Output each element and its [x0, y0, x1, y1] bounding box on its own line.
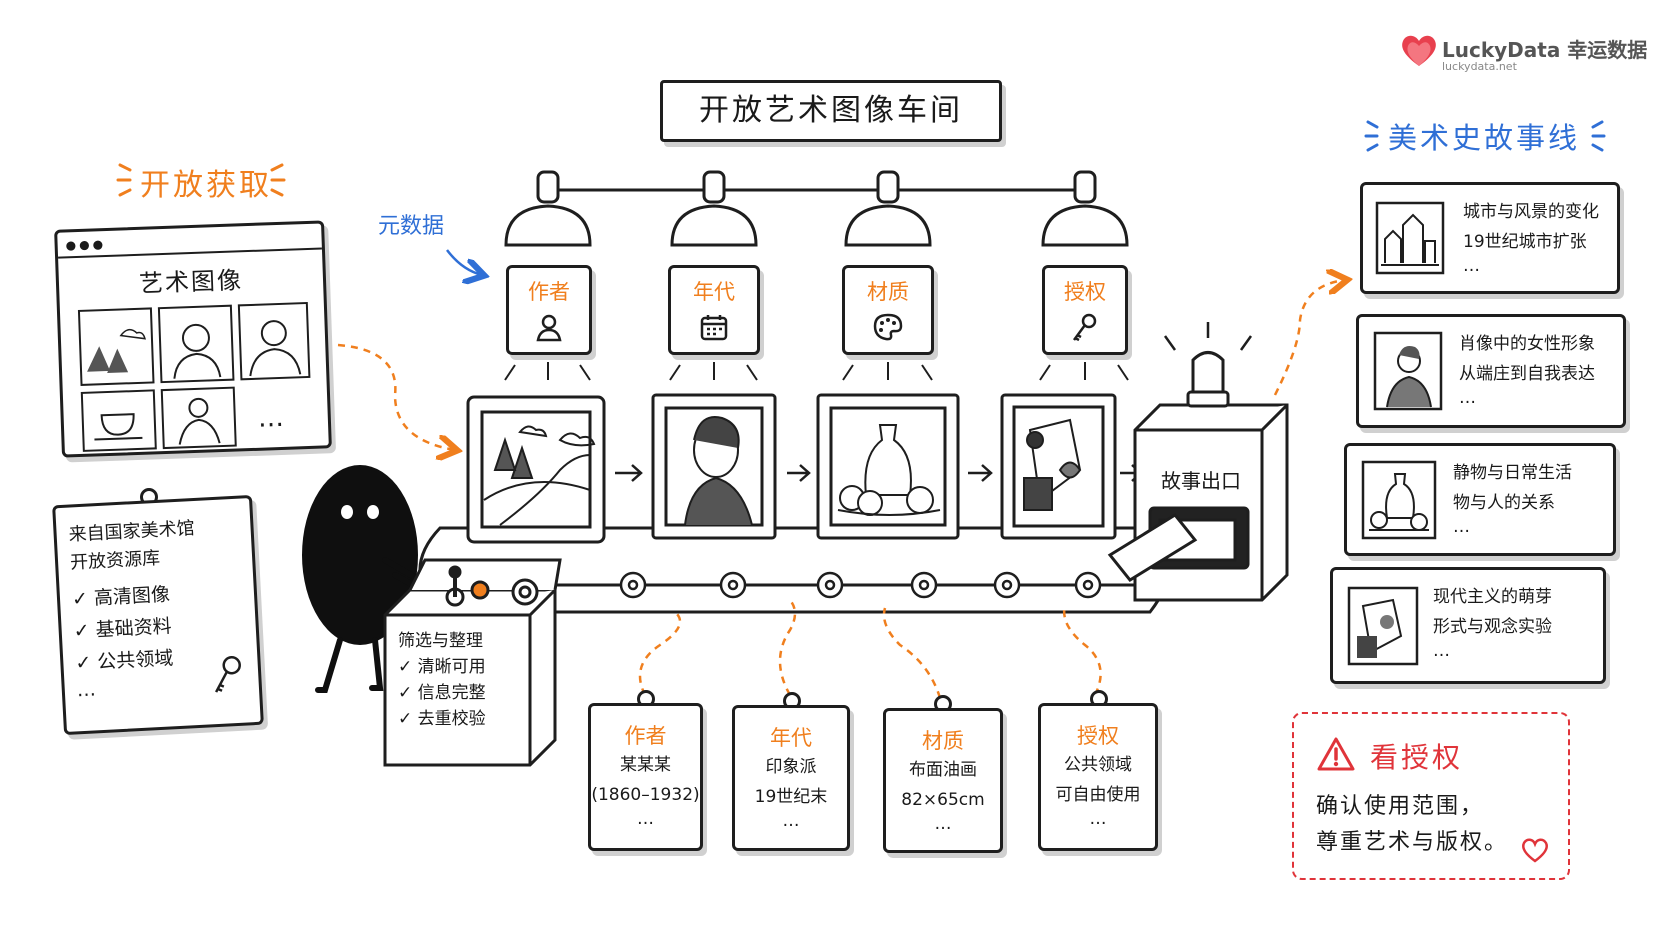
thumbnail-landscape[interactable]	[77, 307, 155, 386]
control-item: ✓ 去重校验	[398, 709, 486, 729]
browser-title: 艺术图像	[138, 266, 244, 298]
tag-value: 82×65cm	[901, 790, 985, 810]
story-card[interactable]: 静物与日常生活 物与人的关系 …	[1344, 443, 1616, 556]
story-card[interactable]: 城市与风景的变化 19世纪城市扩张 …	[1360, 182, 1620, 294]
lamp-license: 授权	[1042, 265, 1128, 355]
thumbnail-woman[interactable]	[237, 301, 311, 381]
browser-titlebar: ●●●	[57, 223, 322, 259]
tag-material: 材质 布面油画 82×65cm …	[883, 708, 1003, 853]
city-painting-icon	[1375, 201, 1445, 275]
story-more: …	[1463, 256, 1480, 276]
story-line-1: 现代主义的萌芽	[1433, 587, 1552, 607]
image-browser: ●●● 艺术图像 …	[54, 220, 332, 458]
warning-title: 看授权	[1370, 741, 1464, 774]
right-section-title: 美术史故事线	[1388, 121, 1581, 155]
story-line-1: 肖像中的女性形象	[1459, 334, 1595, 354]
lamp-era: 年代	[668, 265, 760, 355]
story-line-2: 物与人的关系	[1453, 493, 1555, 513]
tag-value: 公共领域	[1064, 755, 1132, 775]
metadata-label: 元数据	[378, 214, 445, 239]
heart-logo-icon	[1402, 35, 1436, 66]
check-icon: ✓	[74, 651, 98, 675]
check-icon: ✓	[71, 587, 95, 611]
palette-icon	[873, 313, 903, 341]
window-dots-icon: ●●●	[65, 236, 107, 253]
tag-value: (1860–1932)	[591, 785, 700, 805]
left-section-title: 开放获取	[140, 168, 272, 203]
title-banner: 开放艺术图像车间	[660, 80, 1002, 142]
story-card[interactable]: 现代主义的萌芽 形式与观念实验 …	[1330, 567, 1606, 684]
machine-label: 故事出口	[1161, 469, 1241, 493]
story-line-1: 静物与日常生活	[1453, 463, 1572, 483]
check-icon: ✓	[398, 683, 418, 703]
story-more: …	[1459, 388, 1476, 408]
check-icon: ✓	[398, 709, 418, 729]
calendar-icon	[700, 315, 728, 341]
lamp-label: 材质	[867, 280, 909, 304]
thumbnail-more[interactable]: …	[257, 402, 285, 434]
tag-license: 授权 公共领域 可自由使用 …	[1038, 703, 1158, 851]
abstract-painting-icon	[1347, 586, 1419, 666]
story-line-1: 城市与风景的变化	[1463, 202, 1599, 222]
story-line-2: 形式与观念实验	[1433, 617, 1552, 637]
check-icon: ✓	[398, 657, 418, 677]
story-more: …	[1433, 641, 1450, 661]
warning-icon	[1317, 737, 1355, 771]
license-warning: 看授权 确认使用范围， 尊重艺术与版权。	[1292, 712, 1570, 880]
tag-value: 某某某	[620, 755, 671, 775]
tag-more: …	[782, 811, 800, 831]
tag-more: …	[934, 814, 952, 834]
check-icon: ✓	[73, 619, 97, 643]
lamp-label: 作者	[528, 280, 570, 304]
tag-more: …	[637, 809, 654, 829]
lamp-label: 授权	[1064, 280, 1106, 304]
still-life-icon	[1361, 460, 1437, 540]
heart-icon	[1522, 838, 1548, 863]
tag-more: …	[1089, 809, 1107, 829]
thumbnail-teacup[interactable]	[80, 389, 157, 452]
tag-author: 作者 某某某 (1860–1932) …	[588, 703, 703, 851]
warning-line-2: 尊重艺术与版权。	[1316, 830, 1509, 855]
tag-title: 年代	[770, 726, 812, 750]
tag-title: 授权	[1077, 724, 1119, 748]
lamp-material: 材质	[842, 265, 934, 355]
key-icon	[1072, 313, 1097, 342]
tag-title: 作者	[624, 724, 667, 748]
woman-portrait-icon	[1373, 331, 1443, 411]
story-line-2: 19世纪城市扩张	[1463, 232, 1587, 252]
brand: LuckyData 幸运数据 luckydata.net	[1400, 30, 1647, 80]
control-item: ✓ 信息完整	[398, 683, 486, 703]
tag-title: 材质	[922, 729, 964, 753]
tag-value: 印象派	[765, 757, 817, 777]
source-card: 来自国家美术馆 开放资源库 ✓ 高清图像 ✓ 基础资料 ✓ 公共领域 …	[52, 494, 264, 736]
story-line-2: 从端庄到自我表达	[1459, 364, 1595, 384]
thumbnail-grid: …	[77, 301, 311, 452]
control-panel: 筛选与整理 ✓ 清晰可用 ✓ 信息完整 ✓ 去重校验	[398, 628, 528, 732]
warning-line-1: 确认使用范围，	[1316, 794, 1485, 819]
person-icon	[536, 314, 562, 342]
page-title: 开放艺术图像车间	[699, 93, 963, 128]
thumbnail-figure[interactable]	[160, 386, 237, 450]
key-icon	[215, 655, 241, 693]
tag-era: 年代 印象派 19世纪末 …	[732, 705, 850, 851]
tag-value: 可自由使用	[1055, 785, 1141, 805]
tag-value: 19世纪末	[754, 787, 828, 807]
control-item: ✓ 清晰可用	[398, 657, 486, 677]
lamp-label: 年代	[693, 280, 735, 304]
brand-url: luckydata.net	[1442, 60, 1517, 73]
story-more: …	[1453, 517, 1470, 537]
story-card[interactable]: 肖像中的女性形象 从端庄到自我表达 …	[1356, 314, 1626, 428]
lamp-author: 作者	[506, 265, 592, 355]
control-panel-title: 筛选与整理	[398, 631, 483, 651]
thumbnail-portrait[interactable]	[157, 304, 235, 384]
tag-value: 布面油画	[909, 760, 977, 780]
brand-name: LuckyData 幸运数据	[1442, 38, 1648, 62]
